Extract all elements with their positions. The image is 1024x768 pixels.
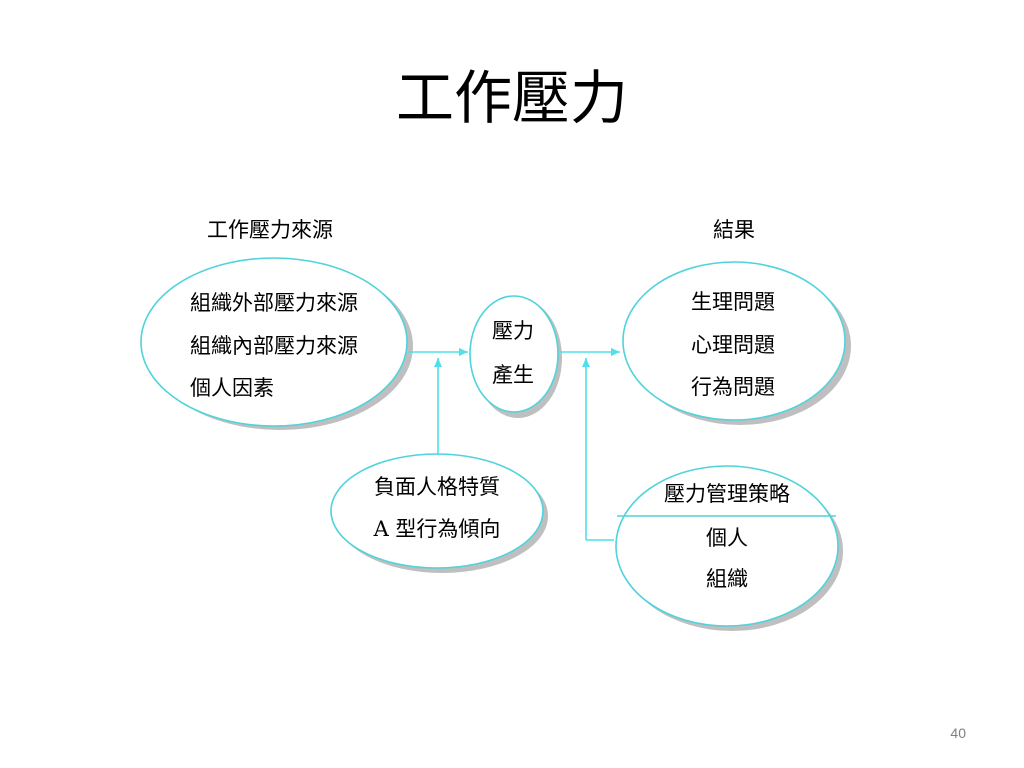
trait-item-type-a: A 型行為傾向 (373, 517, 501, 541)
stress-word: 壓力 (492, 319, 534, 343)
stress-produced-word: 產生 (492, 363, 534, 387)
stress-ellipse (469, 295, 559, 413)
management-ellipse (615, 465, 839, 627)
slide-number: 40 (950, 725, 966, 741)
management-item-organization: 組織 (706, 567, 748, 591)
sources-heading: 工作壓力來源 (207, 218, 333, 242)
sources-ellipse (140, 257, 408, 427)
source-item-external: 組織外部壓力來源 (190, 291, 358, 315)
result-item-behavioral: 行為問題 (691, 375, 775, 399)
management-title: 壓力管理策略 (664, 482, 790, 506)
source-item-internal: 組織內部壓力來源 (190, 334, 358, 358)
result-item-physical: 生理問題 (691, 290, 775, 314)
result-item-psychological: 心理問題 (691, 333, 775, 357)
traits-ellipse (330, 453, 544, 569)
slide-title: 工作壓力 (395, 64, 628, 132)
connector-layer (408, 348, 620, 541)
results-ellipse (622, 261, 846, 421)
management-item-individual: 個人 (706, 526, 748, 550)
source-item-personal: 個人因素 (190, 376, 274, 400)
trait-item-negative: 負面人格特質 (374, 475, 500, 499)
results-heading: 結果 (713, 218, 755, 242)
